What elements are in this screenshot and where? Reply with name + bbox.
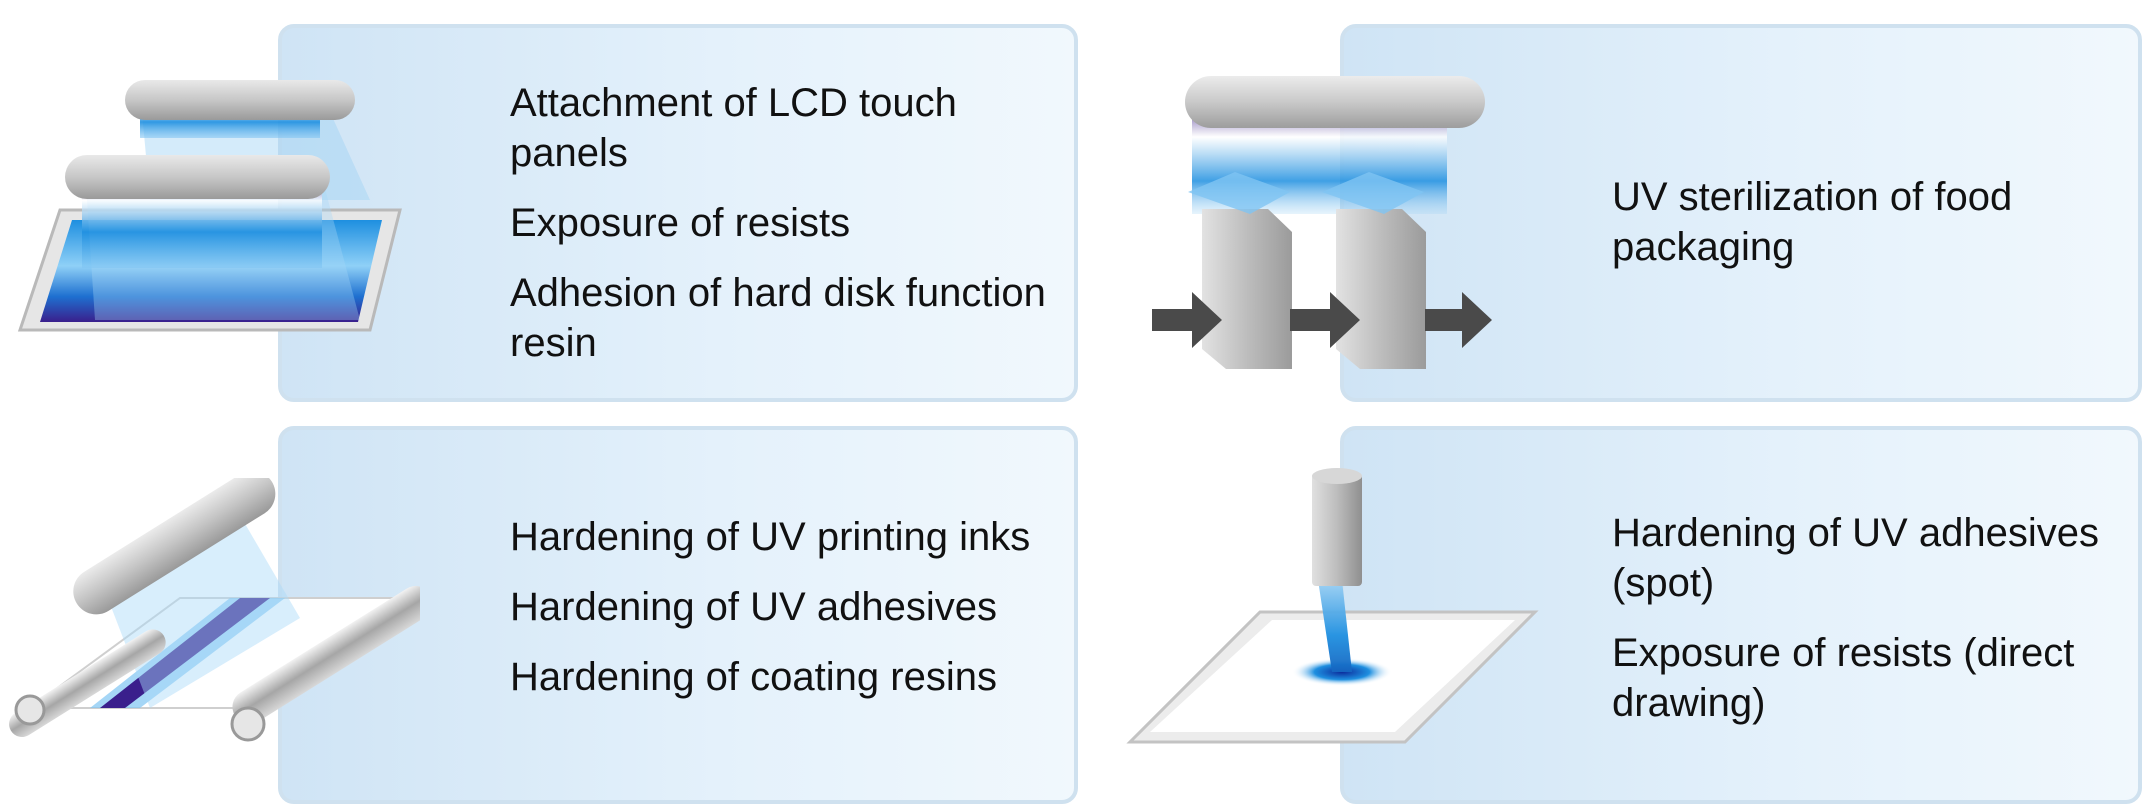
panel-1-text: Attachment of LCD touch panels Exposure … bbox=[510, 78, 1050, 388]
panel-3-text: Hardening of UV printing inks Hardening … bbox=[510, 512, 1070, 722]
panel-4-text: Hardening of UV adhesives (spot) Exposur… bbox=[1612, 508, 2112, 748]
panel-3-item-3: Hardening of coating resins bbox=[510, 655, 997, 699]
application-panel-1 bbox=[278, 24, 1078, 402]
uv-lamp-over-boxes-conveyor-icon bbox=[1152, 76, 1492, 369]
panel-3-item-2: Hardening of UV adhesives bbox=[510, 585, 997, 629]
uv-spot-lamp-icon bbox=[1126, 468, 1539, 744]
uv-lamps-over-panel-icon bbox=[17, 80, 402, 332]
uv-lamp-over-roller-web-icon bbox=[9, 478, 420, 742]
panel-4-item-2: Exposure of resists (direct drawing) bbox=[1612, 631, 2075, 725]
panel-1-item-3: Adhesion of hard disk function resin bbox=[510, 271, 1046, 365]
panel-2-text: UV sterilization of food packaging bbox=[1612, 172, 2112, 292]
panel-3-item-1: Hardening of UV printing inks bbox=[510, 515, 1031, 559]
panel-4-item-1: Hardening of UV adhesives (spot) bbox=[1612, 511, 2099, 605]
panel-1-item-1: Attachment of LCD touch panels bbox=[510, 81, 957, 175]
panel-1-item-2: Exposure of resists bbox=[510, 201, 851, 245]
panel-2-item-1: UV sterilization of food packaging bbox=[1612, 175, 2013, 269]
